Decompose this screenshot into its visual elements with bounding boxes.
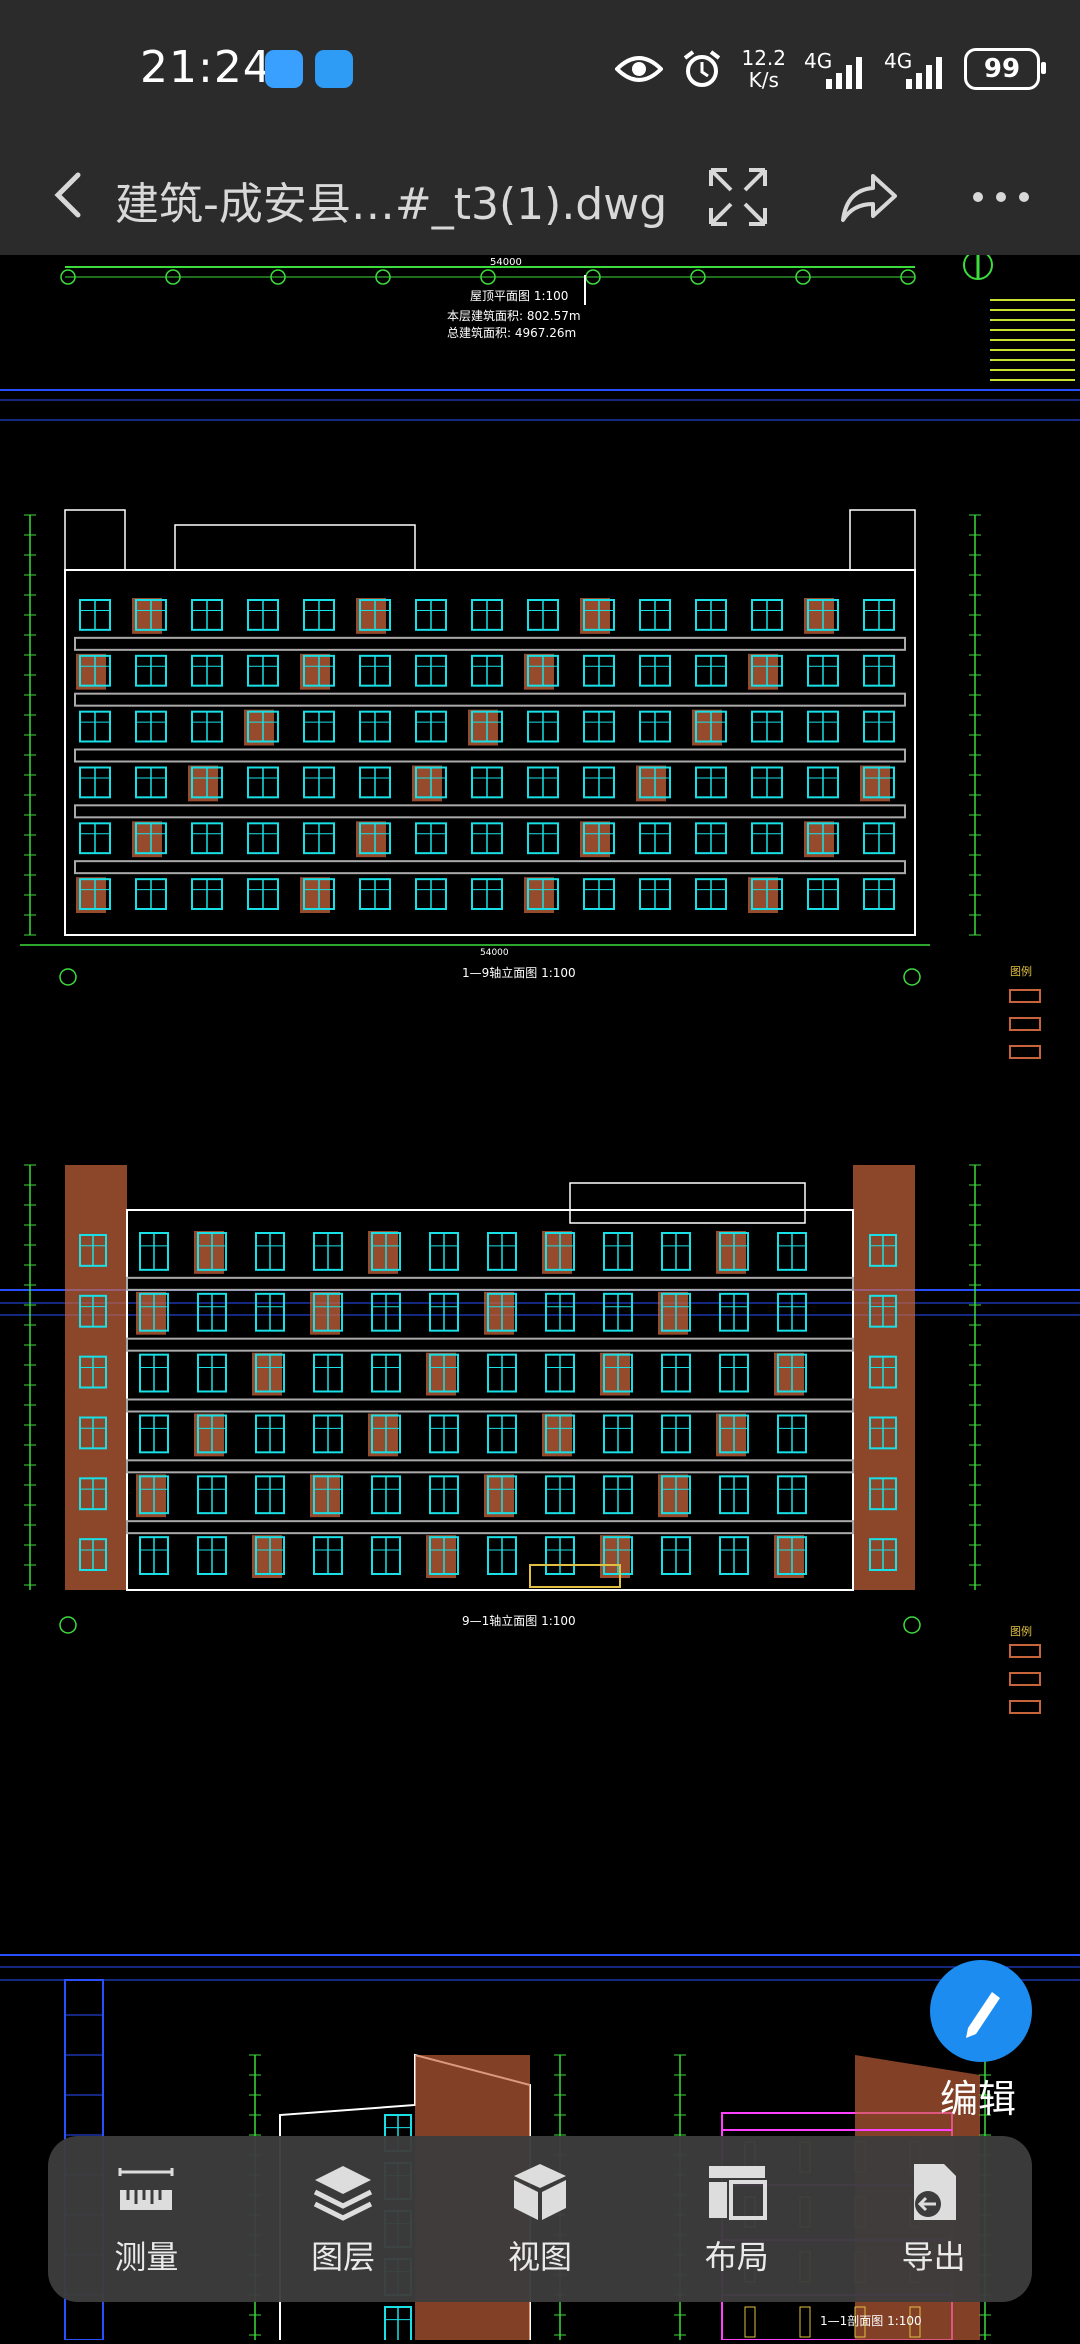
back-arrow-icon[interactable] xyxy=(40,165,100,225)
alarm-icon xyxy=(684,50,721,87)
axis-bubble xyxy=(165,269,181,285)
ruler-icon xyxy=(118,2168,174,2210)
pencil-icon xyxy=(966,1992,1000,2038)
dim-total-top: 54000 xyxy=(490,257,522,268)
facade-outline xyxy=(64,569,916,936)
legend-swatch xyxy=(1009,1672,1041,1686)
section-title: 1—1剖面图 1:100 xyxy=(820,2314,922,2328)
view-button[interactable]: 视图 xyxy=(455,2144,625,2294)
elevation-9-1 xyxy=(24,1164,1041,1714)
plan-note-2: 总建筑面积: 4967.26m xyxy=(447,325,576,340)
share-icon[interactable] xyxy=(835,162,905,232)
edit-button[interactable] xyxy=(930,1960,1032,2062)
stair-tower xyxy=(64,509,126,571)
entrance-step xyxy=(529,1564,621,1588)
eye-icon xyxy=(615,56,664,82)
roof-plan-fragment: 54000 屋顶平面图 1:100 本层建筑面积: 802.57m 总建筑面积:… xyxy=(60,250,1075,391)
axis-bubble xyxy=(60,269,76,285)
status-icons: 12.2 K/s 4G 4G 99 xyxy=(615,44,1046,94)
cad-drawing-canvas[interactable]: 54000 屋顶平面图 1:100 本层建筑面积: 802.57m 总建筑面积:… xyxy=(0,250,1080,2344)
signal-icon-1: 4G xyxy=(804,49,866,89)
axis-bubble xyxy=(903,968,921,986)
balcony-rail xyxy=(126,1520,854,1535)
export-button[interactable]: 导出 xyxy=(849,2144,1019,2294)
file-title: 建筑-成安县…#_t3(1).dwg xyxy=(115,179,668,230)
plan-note-1: 本层建筑面积: 802.57m xyxy=(447,308,581,323)
legend-swatch xyxy=(1009,1017,1041,1031)
title-bar: 建筑-成安县…#_t3(1).dwg xyxy=(0,140,1080,255)
axis-bubble xyxy=(903,1616,921,1634)
balcony-rail xyxy=(74,860,906,875)
fullscreen-icon[interactable] xyxy=(703,162,773,232)
axis-bubble xyxy=(59,1616,77,1634)
axis-bubble xyxy=(480,269,496,285)
roof-plan-title: 屋顶平面图 1:100 xyxy=(470,289,568,303)
elevation-1-dim: 54000 xyxy=(480,948,509,958)
section-opening xyxy=(854,2306,866,2338)
axis-bubble xyxy=(690,269,706,285)
balcony-rail xyxy=(126,1459,854,1474)
axis-bubble xyxy=(795,269,811,285)
section-opening xyxy=(744,2306,756,2338)
measure-button[interactable]: 测量 xyxy=(61,2144,231,2294)
balcony-rail xyxy=(126,1398,854,1413)
axis-bubble xyxy=(900,269,916,285)
layers-button[interactable]: 图层 xyxy=(258,2144,428,2294)
balcony-rail xyxy=(126,1276,854,1291)
layers-icon xyxy=(314,2166,373,2221)
legend-title-1: 图例 xyxy=(1010,964,1032,978)
battery-indicator: 99 xyxy=(964,48,1046,90)
legend-swatch xyxy=(1009,1045,1041,1059)
balcony-rail xyxy=(74,748,906,763)
cube-icon xyxy=(513,2164,566,2220)
more-options-icon[interactable] xyxy=(966,162,1036,232)
export-icon xyxy=(913,2164,956,2220)
balcony-rail xyxy=(74,692,906,707)
roof-structure xyxy=(174,524,416,571)
section-opening xyxy=(909,2306,921,2338)
network-speed: 12.2 K/s xyxy=(741,46,786,92)
legend-swatch xyxy=(1009,989,1041,1003)
legend-swatch xyxy=(1009,1700,1041,1714)
notification-app-icon-2 xyxy=(315,50,353,88)
axis-bubble xyxy=(270,269,286,285)
axis-bubble xyxy=(59,968,77,986)
section-opening xyxy=(799,2306,811,2338)
roof-structure xyxy=(569,1182,806,1224)
elevation-1-9 xyxy=(20,509,1041,1059)
elevation-1-title: 1—9轴立面图 1:100 xyxy=(462,965,576,980)
balcony-rail xyxy=(126,1337,854,1352)
elevation-2-title: 9—1轴立面图 1:100 xyxy=(462,1613,576,1628)
signal-icon-2: 4G xyxy=(884,49,946,89)
legend-title-2: 图例 xyxy=(1010,1624,1032,1638)
status-bar: 21:24 12.2 K/s 4G 4G xyxy=(0,0,1080,140)
layout-button[interactable]: 布局 xyxy=(652,2144,822,2294)
layout-icon xyxy=(708,2166,767,2220)
brick-tower xyxy=(65,1165,127,1590)
axis-bubble xyxy=(375,269,391,285)
balcony-rail xyxy=(74,636,906,651)
balcony-rail xyxy=(74,804,906,819)
brick-tower xyxy=(853,1165,915,1590)
edit-button-label[interactable]: 编辑 xyxy=(940,2077,1017,2121)
bottom-toolbar: 测量 图层 视图 布局 导出 xyxy=(48,2136,1032,2302)
notification-app-icon xyxy=(265,50,303,88)
legend-swatch xyxy=(1009,1644,1041,1658)
stair-tower xyxy=(849,509,916,571)
clock: 21:24 xyxy=(140,42,272,93)
cad-drawing[interactable]: 54000 屋顶平面图 1:100 本层建筑面积: 802.57m 总建筑面积:… xyxy=(0,250,1080,2344)
